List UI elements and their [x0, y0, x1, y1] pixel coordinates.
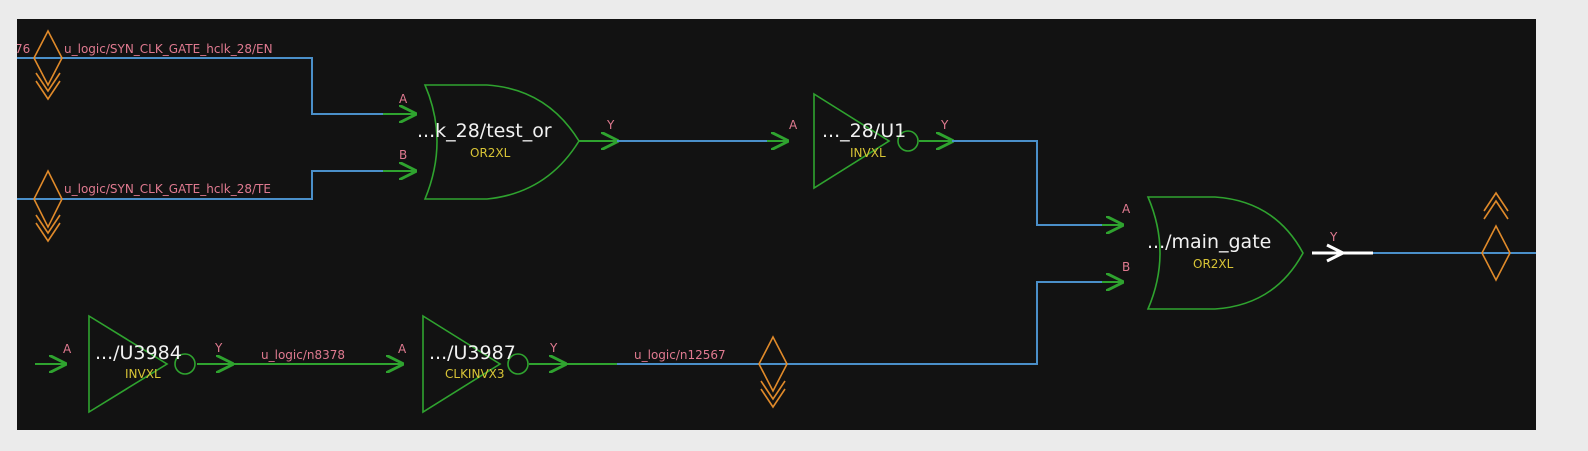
or-gate-shape	[423, 84, 580, 200]
cell-label: INVXL	[850, 146, 886, 160]
net-n8378-label: u_logic/n8378	[261, 348, 345, 362]
net-u1-out-wire[interactable]	[952, 140, 1107, 226]
pin-b-label: B	[399, 148, 407, 162]
cell-label: OR2XL	[1193, 257, 1234, 271]
port-en-icon[interactable]	[33, 29, 63, 101]
port-diamond	[758, 335, 788, 393]
net-te-wire[interactable]	[17, 170, 389, 200]
instance-label: ...k_28/test_or	[417, 120, 552, 142]
instance-label: .../U3984	[95, 342, 182, 364]
inverter-bubble	[897, 130, 919, 152]
gate-u3987[interactable]: A Y .../U3987 CLKINVX3	[398, 314, 558, 414]
pin-b-label: B	[1122, 260, 1130, 274]
pin-a-label: A	[398, 342, 407, 356]
port-diamond	[33, 169, 63, 229]
gate-u3984[interactable]: A Y .../U3984 INVXL	[63, 314, 223, 414]
port-diamond	[33, 29, 63, 87]
net-en-prefix-label: 76	[17, 42, 30, 56]
cell-label: INVXL	[125, 367, 161, 381]
pin-a-label: A	[1122, 202, 1131, 216]
pin-a-label: A	[399, 92, 408, 106]
pin-a-label: A	[789, 118, 798, 132]
inverter-shape	[813, 92, 891, 190]
net-n12567-label: u_logic/n12567	[634, 348, 726, 362]
cell-label: OR2XL	[470, 146, 511, 160]
pin-y-label: Y	[606, 118, 615, 132]
pin-y-label: Y	[549, 341, 558, 355]
schematic-canvas[interactable]: A B Y ...k_28/test_or OR2XL A Y ..._28/U…	[17, 19, 1536, 430]
instance-label: .../main_gate	[1147, 231, 1271, 253]
net-te-label: u_logic/SYN_CLK_GATE_hclk_28/TE	[64, 182, 271, 196]
main-gate-out-arrow-head	[1326, 243, 1347, 263]
port-chevrons	[1483, 191, 1509, 220]
instance-label: .../U3987	[429, 342, 516, 364]
net-n12567-wire[interactable]	[617, 281, 1107, 365]
port-chevrons	[35, 72, 61, 101]
cell-label: CLKINVX3	[445, 367, 505, 381]
port-chevrons	[760, 380, 786, 409]
inverter-shape	[88, 314, 169, 414]
inverter-bubble	[174, 353, 196, 375]
port-te-icon[interactable]	[33, 169, 63, 243]
gate-main-gate[interactable]: A B Y .../main_gate OR2XL	[1122, 196, 1338, 310]
gate-test-or[interactable]: A B Y ...k_28/test_or OR2XL	[399, 84, 615, 200]
schematic-svg[interactable]: A B Y ...k_28/test_or OR2XL A Y ..._28/U…	[17, 19, 1536, 430]
inverter-shape	[422, 314, 502, 414]
pin-y-label: Y	[214, 341, 223, 355]
pin-y-label: Y	[1329, 230, 1338, 244]
pin-a-label: A	[63, 342, 72, 356]
port-chevrons	[35, 214, 61, 243]
net-en-label: u_logic/SYN_CLK_GATE_hclk_28/EN	[64, 42, 273, 56]
port-n12567-icon[interactable]	[758, 335, 788, 409]
gate-u1[interactable]: A Y ..._28/U1 INVXL	[789, 92, 949, 190]
instance-label: ..._28/U1	[822, 120, 906, 142]
port-output-icon[interactable]	[1481, 191, 1511, 282]
net-en-wire[interactable]	[17, 57, 389, 115]
port-diamond	[1481, 224, 1511, 282]
inverter-bubble	[507, 353, 529, 375]
pin-y-label: Y	[940, 118, 949, 132]
or-gate-shape	[1146, 196, 1304, 310]
